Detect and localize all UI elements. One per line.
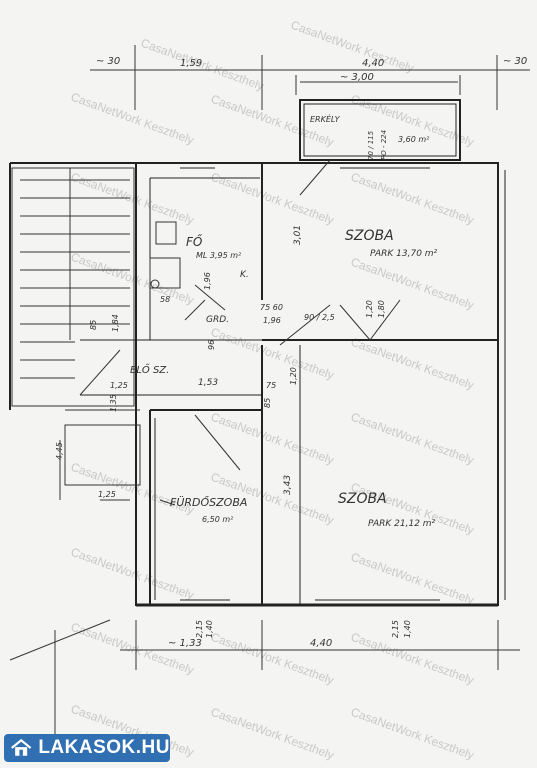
corridor-dim: 1,96 <box>203 272 212 290</box>
top-dimension-labels: ~ 30 1,59 4,40 ~ 30 ~ 3,00 <box>96 56 527 83</box>
room2-area: PARK 21,12 m² <box>368 519 436 529</box>
watermark-text: CasaNetWork Keszthely <box>349 630 476 688</box>
balcony-note: 70 / 115 <box>367 130 375 160</box>
room1-area: PARK 13,70 m² <box>370 249 438 259</box>
misc-dim: 4,45 <box>55 442 64 460</box>
bottom-dim-label: ~ 1,33 <box>168 638 202 649</box>
misc-dim: 85 <box>263 398 272 408</box>
misc-dim: 96 <box>207 340 216 350</box>
corridor-dim: 90 / 2,5 <box>304 313 335 322</box>
corridor-dim: 58 <box>160 295 170 304</box>
room1-name: SZOBA <box>345 228 394 244</box>
bottom-dim-label: 2,15 <box>391 620 400 638</box>
watermark-text: CasaNetWork Keszthely <box>209 410 336 468</box>
watermark-text: CasaNetWork Keszthely <box>349 335 476 393</box>
watermark-text: CasaNetWork Keszthely <box>69 90 196 148</box>
room-labels: ERKÉLY 3,60 m² 70 / 115 PO - 224 SZOBA P… <box>55 113 438 649</box>
bathroom-name: FÜRDŐSZOBA <box>170 495 247 509</box>
hall-dim: 1,25 <box>110 381 128 390</box>
dim-label: ~ 3,00 <box>340 72 374 83</box>
watermark-text: CasaNetWork Keszthely <box>139 36 266 94</box>
corridor-name: GRD. <box>206 315 229 325</box>
staircase <box>11 167 141 486</box>
room2-dim: 1,20 <box>289 367 298 385</box>
door-swings <box>79 159 401 506</box>
balcony-note: PO - 224 <box>380 130 388 160</box>
bottom-dim-label: 1,40 <box>403 620 412 638</box>
room2-dim: 3,43 <box>283 475 293 495</box>
misc-dim: 1,25 <box>98 490 116 499</box>
dim-label: ~ 30 <box>96 56 120 67</box>
hall-name: ELŐ SZ. <box>130 362 169 376</box>
misc-dim: 1,84 <box>111 314 120 332</box>
kitchen-fixtures <box>149 221 181 289</box>
room2-name: SZOBA <box>338 491 387 507</box>
kitchen-name: FŐ <box>186 234 203 249</box>
walls <box>9 99 506 607</box>
watermark-text: CasaNetWork Keszthely <box>209 325 336 383</box>
house-icon <box>11 738 32 756</box>
watermark-text: CasaNetWork Keszthely <box>349 550 476 608</box>
misc-dim: 1,20 <box>365 300 374 318</box>
top-dimension-lines <box>90 45 530 110</box>
watermark-text: CasaNetWork Keszthely <box>209 705 336 763</box>
misc-dim: 75 <box>266 381 276 390</box>
kitchen-mark: K. <box>240 270 249 280</box>
corridor-dim: 1,96 <box>263 316 281 325</box>
dim-label: 1,59 <box>180 58 202 69</box>
misc-dim: 1,80 <box>377 300 386 318</box>
bathroom-area: 6,50 m² <box>202 515 234 524</box>
dim-label: 4,40 <box>362 58 384 69</box>
watermark-text: CasaNetWork Keszthely <box>349 410 476 468</box>
bottom-dimension-lines <box>9 440 520 735</box>
hall-dim: 1,53 <box>198 378 218 388</box>
bottom-dim-label: 4,40 <box>310 638 332 649</box>
room1-dim: 3,01 <box>293 225 303 245</box>
lakasok-logo[interactable]: LAKASOK.HU <box>4 734 170 762</box>
watermark-text: CasaNetWork Keszthely <box>349 170 476 228</box>
watermark-text: CasaNetWork Keszthely <box>349 705 476 763</box>
misc-dim: 85 <box>89 320 98 330</box>
dim-label: ~ 30 <box>503 56 527 67</box>
kitchen-area: ML 3,95 m² <box>196 251 242 260</box>
balcony-name: ERKÉLY <box>310 113 341 124</box>
logo-text: LAKASOK.HU <box>38 737 170 758</box>
misc-dim: 1,35 <box>109 394 118 412</box>
bottom-dim-label: 1,40 <box>205 620 214 638</box>
bottom-dim-label: 2,15 <box>195 620 204 638</box>
balcony-area: 3,60 m² <box>398 135 430 144</box>
corridor-dim: 75 60 <box>260 303 283 312</box>
watermark-text: CasaNetWork Keszthely <box>69 545 196 603</box>
watermark-text: CasaNetWork Keszthely <box>289 18 416 76</box>
